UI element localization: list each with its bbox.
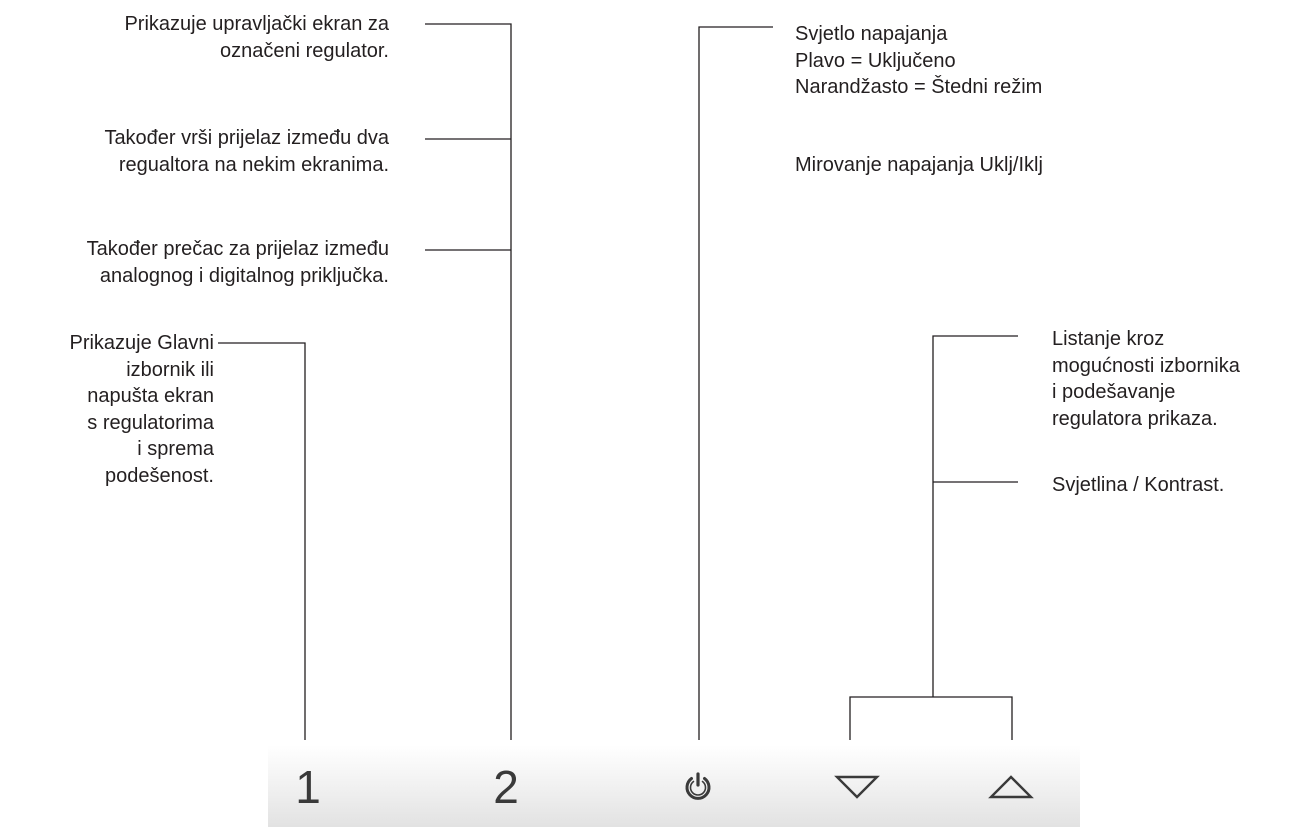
leader-scroll-adjust [932,335,1018,697]
leader-select-display [425,23,512,740]
bracket-down-up [849,696,1013,740]
annotation-standby: Mirovanje napajanja Uklj/Iklj [795,154,1043,176]
annotation-menu-exit: Prikazuje Glavni izbornik ili napušta ek… [69,332,214,487]
button-2[interactable]: 2 [493,761,519,813]
up-button[interactable] [976,752,1046,822]
annotation-select-display: Prikazuje upravljački ekran za označeni … [124,13,389,62]
leader-power [698,26,773,740]
button-1[interactable]: 1 [295,761,321,813]
leader-menu-exit [218,342,306,740]
annotation-switch-controls: Također vrši prijelaz između dva regualt… [104,127,389,176]
annotation-scroll-adjust: Listanje kroz mogućnosti izbornika i pod… [1052,328,1240,430]
up-triangle-icon [988,775,1034,799]
down-button[interactable] [822,752,892,822]
power-icon [685,772,711,800]
annotation-input-shortcut: Također prečac za prijelaz između analog… [86,238,389,287]
down-triangle-icon [834,775,880,799]
annotation-brightness-contrast: Svjetlina / Kontrast. [1052,474,1225,496]
button-panel [268,745,1080,827]
annotation-power-light: Svjetlo napajanja Plavo = Uključeno Nara… [795,23,1043,98]
power-button[interactable] [663,752,733,822]
